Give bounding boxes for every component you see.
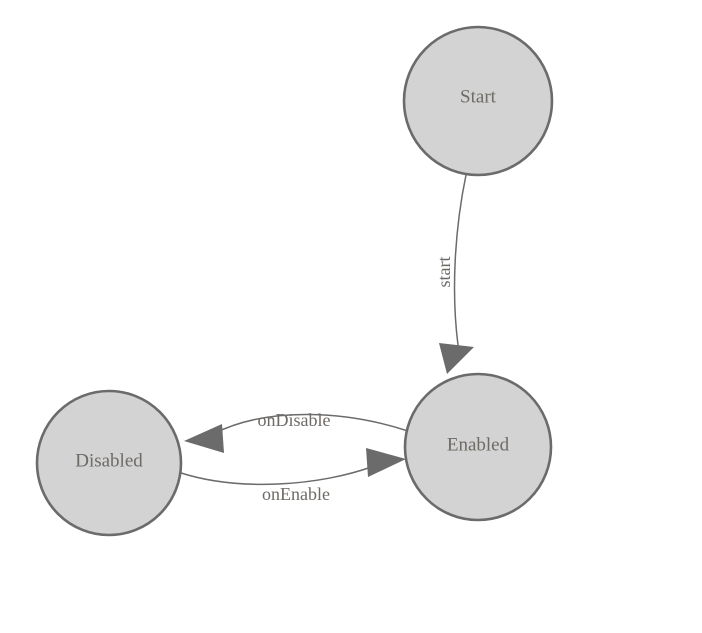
edge-enabled-to-disabled-path bbox=[212, 413, 409, 435]
edge-disabled-to-enabled-path bbox=[177, 465, 375, 486]
node-start-circle bbox=[402, 25, 554, 177]
node-enabled[interactable]: Enabled bbox=[403, 372, 553, 522]
node-disabled-circle bbox=[35, 389, 183, 537]
edge-disabled-to-enabled[interactable]: onEnable bbox=[177, 448, 406, 504]
edge-label-start: start bbox=[434, 257, 454, 288]
edge-label-ondisable: onDisable bbox=[258, 410, 331, 430]
edge-label-onenable: onEnable bbox=[262, 484, 330, 504]
arrowhead-left-icon bbox=[184, 424, 224, 453]
node-disabled-label: Disabled bbox=[75, 451, 143, 472]
node-enabled-circle bbox=[403, 372, 553, 522]
node-disabled[interactable]: Disabled bbox=[35, 389, 183, 537]
arrowhead-down-icon bbox=[439, 343, 474, 374]
edge-enabled-to-disabled[interactable]: onDisable bbox=[184, 410, 409, 453]
edge-start-to-enabled[interactable]: start bbox=[434, 174, 474, 374]
edge-start-to-enabled-path bbox=[453, 174, 467, 346]
node-enabled-label: Enabled bbox=[447, 435, 510, 456]
arrowhead-right-icon bbox=[366, 448, 406, 477]
node-start[interactable]: Start bbox=[402, 25, 554, 177]
node-start-label: Start bbox=[460, 87, 497, 108]
